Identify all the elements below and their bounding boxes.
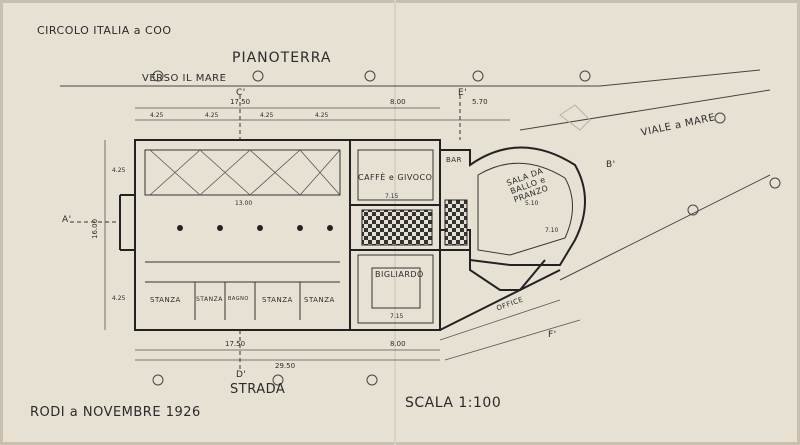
section-c: C' [236,88,246,98]
road-right [519,89,771,281]
dim-bottom-left: 17.50 [225,340,245,348]
dim-top-right: 5.70 [472,98,488,106]
dim-sala-w: 7.10 [545,227,559,234]
dim-hall: 13.00 [235,200,252,207]
dim-side-lower: 4.25 [112,295,126,302]
dim-caffe: 7.15 [385,193,399,200]
section-d: D' [236,370,247,380]
dim-side-upper: 4.25 [112,167,126,174]
dim-top-mid: 8.00 [390,98,406,106]
dimension-lines [104,107,581,361]
scale-label: SCALA 1:100 [405,395,502,411]
plan-title: PIANOTERRA [232,50,332,66]
room-stanza-1: STANZA [150,296,181,304]
place-date: RODI a NOVEMBRE 1926 [30,405,201,420]
room-stanza-3: STANZA [262,296,293,304]
dim-bottom-mid: 8.00 [390,340,406,348]
dim-sala-d: 5.10 [525,200,539,207]
checkered-floor-main [361,209,433,246]
hall-trusses [149,149,341,196]
room-stanza-4: STANZA [304,296,335,304]
section-e: E' [458,88,468,98]
room-stanza-2: STANZA [196,296,223,303]
dim-side: 16.00 [91,219,99,239]
building-outline [119,139,586,331]
dim-bay-2: 4.25 [205,112,219,119]
inner-walls [144,149,573,324]
pencil-sketch [559,104,591,131]
room-bar: BAR [446,156,462,164]
section-a: A' [62,215,72,225]
dim-bottom-total: 29.50 [275,362,295,370]
hall-columns [177,225,333,231]
dim-bay-3: 4.25 [260,112,274,119]
room-bagno: BAGNO [228,296,249,302]
section-f: F' [548,330,557,340]
room-caffe: CAFFÈ e GIVOCO [358,173,433,182]
dim-top-total: 17.50 [230,98,250,106]
label-sea-side: VERSO IL MARE [142,73,227,84]
checkered-floor-side [444,199,468,246]
room-bigliardo: BIGLIARDO [375,270,424,279]
dim-bigliardo: 7.15 [390,313,404,320]
dim-bay-4: 4.25 [315,112,329,119]
section-lines [70,95,461,370]
dim-bay-1: 4.25 [150,112,164,119]
label-street: STRADA [230,382,286,397]
road-top [60,69,761,87]
bollards [152,70,781,386]
section-b: B' [606,160,616,170]
club-name: CIRCOLO ITALIA a COO [37,24,172,37]
